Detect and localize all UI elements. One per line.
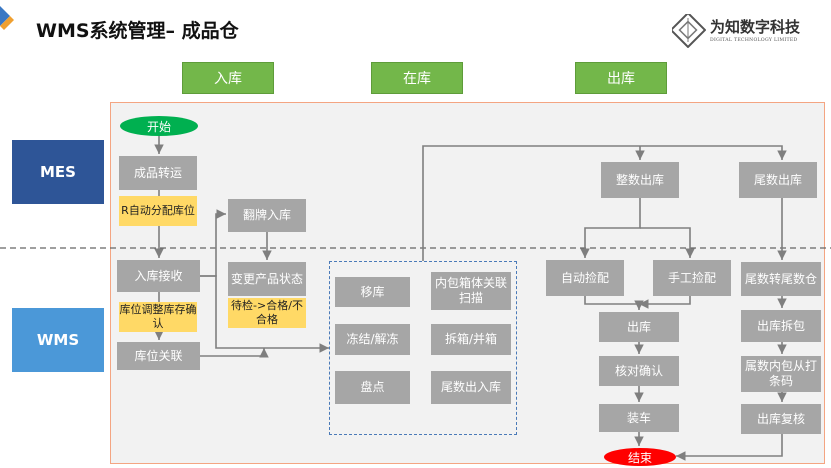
note-location-adjust: 库位调整库存确认 — [119, 302, 197, 332]
logo-name-cn: 为知数字科技 — [710, 18, 801, 36]
step-flip-inbound: 翻牌入库 — [228, 199, 306, 232]
step-load-truck: 装车 — [599, 404, 679, 432]
step-status-change: 变更产品状态 — [228, 262, 306, 296]
step-verify: 核对确认 — [599, 356, 679, 386]
step-move: 移库 — [335, 277, 410, 307]
step-whole-outbound: 整数出库 — [601, 162, 679, 198]
note-status-values: 待检->合格/不合格 — [228, 298, 306, 328]
step-outbound-unpack: 出库拆包 — [741, 310, 821, 342]
step-auto-pick: 自动捡配 — [546, 260, 624, 296]
step-inner-box-scan: 内包箱体关联扫描 — [431, 272, 511, 310]
page-title: WMS系统管理– 成品仓 — [36, 20, 239, 42]
step-stock-count: 盘点 — [335, 371, 410, 404]
step-tail-in-out: 尾数出入库 — [431, 371, 511, 404]
step-outbound: 出库 — [599, 312, 679, 342]
step-location-bind: 库位关联 — [117, 342, 200, 370]
step-manual-pick: 手工捡配 — [653, 260, 731, 296]
step-inbound-receive: 入库接收 — [117, 260, 200, 292]
system-wms: WMS — [12, 308, 104, 372]
company-logo: 为知数字科技 DIGITAL TECHNOLOGY LIMITED — [672, 14, 822, 50]
step-tail-outbound: 尾数出库 — [739, 162, 817, 198]
instock-operations-group — [329, 261, 517, 435]
phase-instock: 在库 — [371, 62, 463, 94]
step-freeze: 冻结/解冻 — [335, 324, 410, 355]
logo-icon — [672, 14, 706, 48]
corner-decoration — [0, 6, 14, 30]
start-terminal: 开始 — [120, 116, 198, 136]
step-outbound-recheck: 出库复核 — [741, 404, 821, 434]
step-tail-to-tail-warehouse: 尾数转尾数仓 — [741, 262, 821, 296]
end-terminal: 结束 — [604, 448, 676, 466]
phase-inbound: 入库 — [182, 62, 274, 94]
system-mes: MES — [12, 140, 104, 204]
step-tail-inner-rebarcode: 属数内包从打条码 — [741, 356, 821, 392]
phase-outbound: 出库 — [575, 62, 667, 94]
step-product-transfer: 成品转运 — [119, 156, 197, 190]
logo-name-en: DIGITAL TECHNOLOGY LIMITED — [710, 38, 798, 43]
step-split-merge: 拆箱/并箱 — [431, 324, 511, 355]
note-auto-allocate: R自动分配库位 — [119, 196, 197, 226]
